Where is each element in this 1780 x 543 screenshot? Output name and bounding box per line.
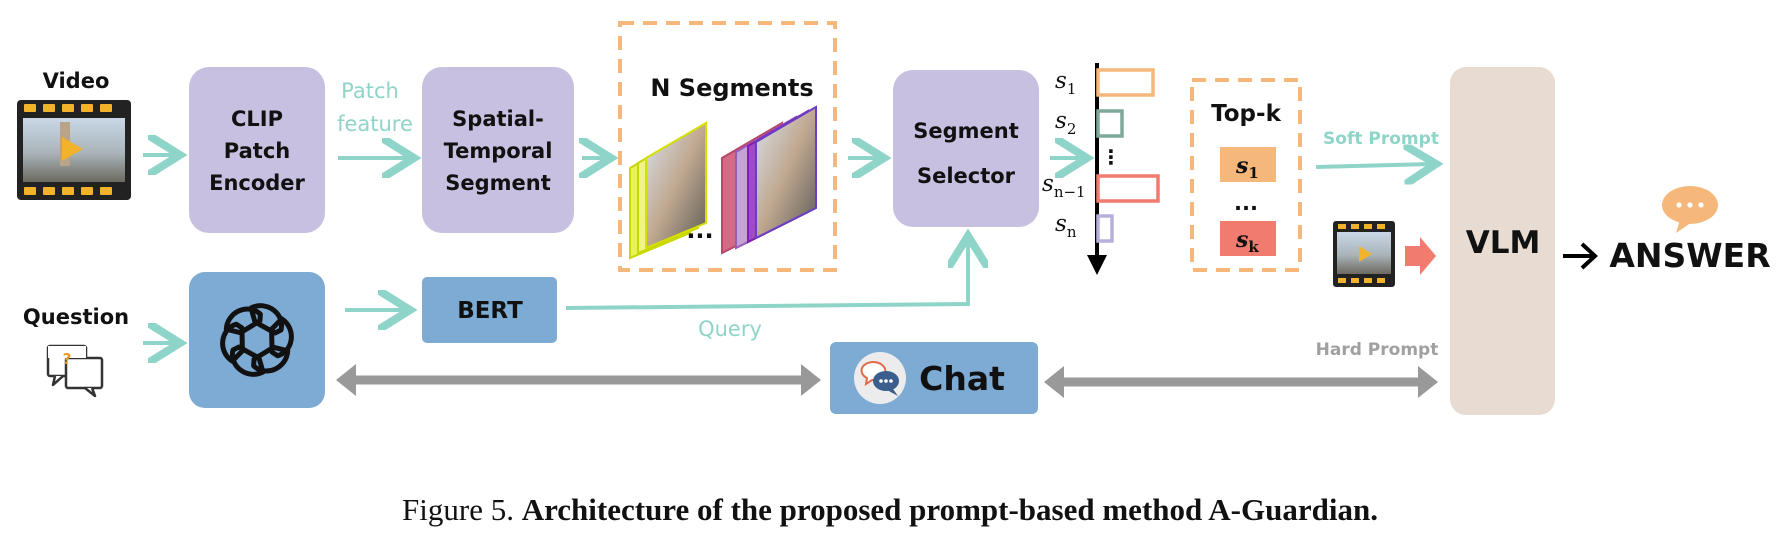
selector-line2: Selector	[917, 164, 1016, 188]
arrow-chat-vlm-bidirectional	[1044, 366, 1438, 398]
hard-prompt-label: Hard Prompt	[1316, 340, 1439, 360]
vlm-box	[1450, 67, 1555, 415]
topk-dots: ...	[1234, 191, 1258, 215]
arrow-llm-chat-bidirectional	[336, 364, 821, 396]
patch-feature-line1: Patch	[341, 79, 399, 103]
speech-bubble-icon	[1662, 186, 1718, 233]
score-bar-s1	[1096, 68, 1155, 97]
soft-prompt-label: Soft Prompt	[1323, 129, 1439, 149]
score-sn1: sn−1	[1042, 171, 1086, 201]
score-s1: s1	[1055, 68, 1076, 98]
chat-bubbles-icon	[854, 352, 906, 404]
n-segments-title: N Segments	[650, 74, 813, 102]
segment-selector-box	[893, 70, 1039, 227]
architecture-diagram: Video CLIP Patch Encoder Patch feature S…	[17, 21, 1771, 415]
topk-title: Top-k	[1211, 101, 1281, 127]
video-film-icon	[17, 100, 131, 200]
topk-dashed-box	[1190, 78, 1302, 272]
chat-label: Chat	[919, 359, 1005, 398]
clip-encoder-box	[189, 67, 325, 233]
score-bar-sn	[1096, 214, 1114, 243]
topk-sk-box	[1220, 221, 1276, 256]
openai-logo-icon	[215, 302, 299, 379]
video-film-icon-small	[1333, 221, 1395, 287]
clip-line1: CLIP	[231, 107, 283, 131]
bert-box	[422, 277, 557, 343]
topk-s1-box	[1220, 147, 1276, 182]
segment-stack-first	[629, 121, 707, 260]
score-bar-sn1	[1096, 174, 1160, 203]
arrow-bert-to-selector	[565, 240, 968, 310]
segment-stack-second	[721, 105, 817, 255]
bert-label: BERT	[457, 298, 523, 324]
st-line1: Spatial-	[452, 107, 544, 131]
figure-caption: Figure 5. Architecture of the proposed p…	[0, 492, 1780, 528]
score-sn: sn	[1055, 211, 1077, 241]
question-label: Question	[23, 305, 129, 329]
score-dots: ⋮	[1101, 145, 1121, 169]
answer-label: ANSWER	[1609, 236, 1770, 275]
video-label: Video	[43, 69, 110, 93]
caption-prefix: Figure 5.	[402, 492, 514, 527]
score-bar-s2	[1096, 109, 1124, 138]
svg-text:?: ?	[63, 350, 72, 368]
llm-box	[189, 272, 325, 408]
vlm-label: VLM	[1466, 225, 1541, 261]
topk-sk: sk	[1235, 227, 1259, 256]
clip-line2: Patch	[224, 139, 290, 163]
caption-title: Architecture of the proposed prompt-base…	[521, 492, 1378, 527]
question-chat-icon: ?	[46, 344, 104, 398]
st-line2: Temporal	[444, 139, 553, 163]
st-line3: Segment	[445, 171, 551, 195]
clip-line3: Encoder	[209, 171, 305, 195]
topk-s1: s1	[1235, 153, 1259, 182]
spatial-temporal-box	[422, 67, 574, 233]
query-label: Query	[698, 317, 762, 341]
score-s2: s2	[1055, 108, 1076, 138]
segments-ellipsis: ...	[686, 216, 713, 244]
patch-feature-line2: feature	[337, 112, 413, 136]
arrow-video-to-vlm	[1405, 237, 1436, 275]
arrow-vlm-to-answer	[1563, 242, 1598, 270]
arrow-soft-prompt	[1315, 164, 1432, 167]
selector-line1: Segment	[913, 119, 1019, 143]
